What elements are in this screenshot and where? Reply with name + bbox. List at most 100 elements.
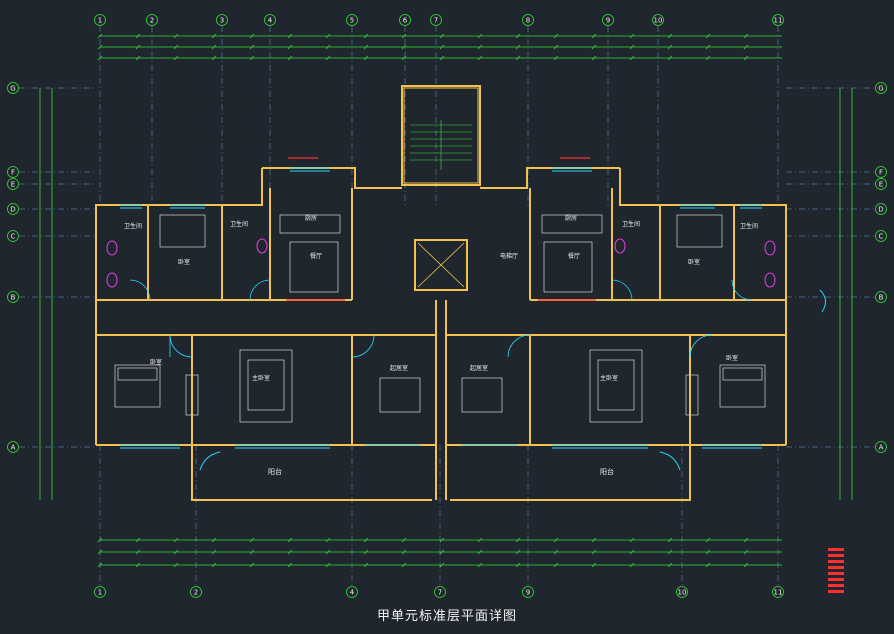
room-bedroom-small-left: 卧室 [178,258,190,266]
dimension-tick [515,33,521,39]
grid-left-G-label: G [10,85,15,93]
grid-right-C-bubble [875,230,887,242]
dimension-tick [705,562,711,568]
dimension-tick [325,33,331,39]
door-swings [129,279,753,358]
dimension-tick [173,537,179,543]
grid-bottom-11-label: 11 [774,589,783,597]
grid-right-E-bubble [875,178,887,190]
grid-top-1-label: 1 [98,17,102,25]
grid-bottom-7-bubble [434,586,446,598]
axis-grid-lines [19,26,875,586]
grid-bottom-7-label: 7 [438,589,442,597]
elevator-cross [417,242,465,288]
dimension-tick [211,55,217,61]
dimension-tick [743,549,749,555]
room-master-left: 主卧室 [252,374,270,382]
dimension-tick [515,44,521,50]
grid-top-11-label: 11 [774,17,783,25]
grid-right-A-label: A [879,444,884,452]
grid-bottom-2-label: 2 [194,589,198,597]
dimension-tick [325,537,331,543]
grid-top-2-bubble [146,14,158,26]
dimension-tick [553,537,559,543]
dimension-tick [629,537,635,543]
grid-top-3-label: 3 [220,17,224,25]
grid-bottom-10-label: 10 [678,589,687,597]
dimension-tick [667,549,673,555]
dimension-tick [173,44,179,50]
dimension-tick [667,562,673,568]
room-elevator-hall: 电梯厅 [500,252,518,260]
dimension-tick [743,537,749,543]
grid-bottom-1-label: 1 [98,589,102,597]
grid-top-3-bubble [216,14,228,26]
dimension-tick [363,537,369,543]
grid-bottom-11-bubble [772,586,784,598]
room-bedroom-left: 卧室 [150,358,162,366]
dimension-tick [515,549,521,555]
grid-left-B-bubble [7,291,19,303]
grid-left-F-label: F [11,169,15,177]
dimension-tick [477,33,483,39]
room-bath-right2: 卫生间 [740,222,758,230]
dimension-ticks [97,33,749,568]
grid-right-A-bubble [875,441,887,453]
grid-top-10-bubble [652,14,664,26]
dimension-tick [249,562,255,568]
grid-top-10-label: 10 [654,17,663,25]
dimension-tick [477,549,483,555]
grid-top-6-bubble [399,14,411,26]
dimension-tick [97,44,103,50]
dimension-tick [211,537,217,543]
dimension-tick [401,562,407,568]
dimension-tick [439,549,445,555]
dimension-tick [135,44,141,50]
dimension-tick [135,562,141,568]
dimension-tick [743,44,749,50]
grid-right-B-label: B [879,294,884,302]
room-master-right: 主卧室 [600,374,618,382]
dimension-tick [287,549,293,555]
dimension-tick [477,562,483,568]
dimension-tick [629,549,635,555]
dimension-tick [135,537,141,543]
room-bath-left: 卫生间 [124,222,142,230]
dimension-tick [439,44,445,50]
room-balcony-right: 阳台 [600,467,614,476]
grid-top-8-label: 8 [526,17,530,25]
dimension-tick [363,44,369,50]
room-kitchen-left: 厨房 [305,214,317,222]
dimension-tick [363,55,369,61]
dimension-tick [287,33,293,39]
dimension-tick [667,44,673,50]
grid-bottom-9-bubble [522,586,534,598]
stair-treads [410,120,472,170]
dimension-tick [363,549,369,555]
dimension-tick [249,44,255,50]
room-labels: 卧室 卧室 主卧室 主卧室 起居室 起居室 厨房 厨房 卫生间 卫生间 卫生间 … [124,214,758,476]
grid-right-F-bubble [875,166,887,178]
dimension-tick [211,33,217,39]
accent-marks [286,157,596,301]
dimension-tick [553,55,559,61]
dimension-tick [325,55,331,61]
grid-left-B-label: B [11,294,16,302]
grid-bottom-10-bubble [676,586,688,598]
dimension-tick [667,33,673,39]
dimension-tick [287,562,293,568]
grid-left-D-label: D [10,206,15,214]
dimension-tick [173,549,179,555]
dimension-tick [477,44,483,50]
dimension-tick [705,44,711,50]
dimension-tick [325,549,331,555]
windows [120,167,826,471]
grid-right-G-label: G [878,85,883,93]
grid-left-A-label: A [11,444,16,452]
room-bath-right: 卫生间 [622,220,640,228]
dimension-tick [211,549,217,555]
legend-block [828,548,844,593]
